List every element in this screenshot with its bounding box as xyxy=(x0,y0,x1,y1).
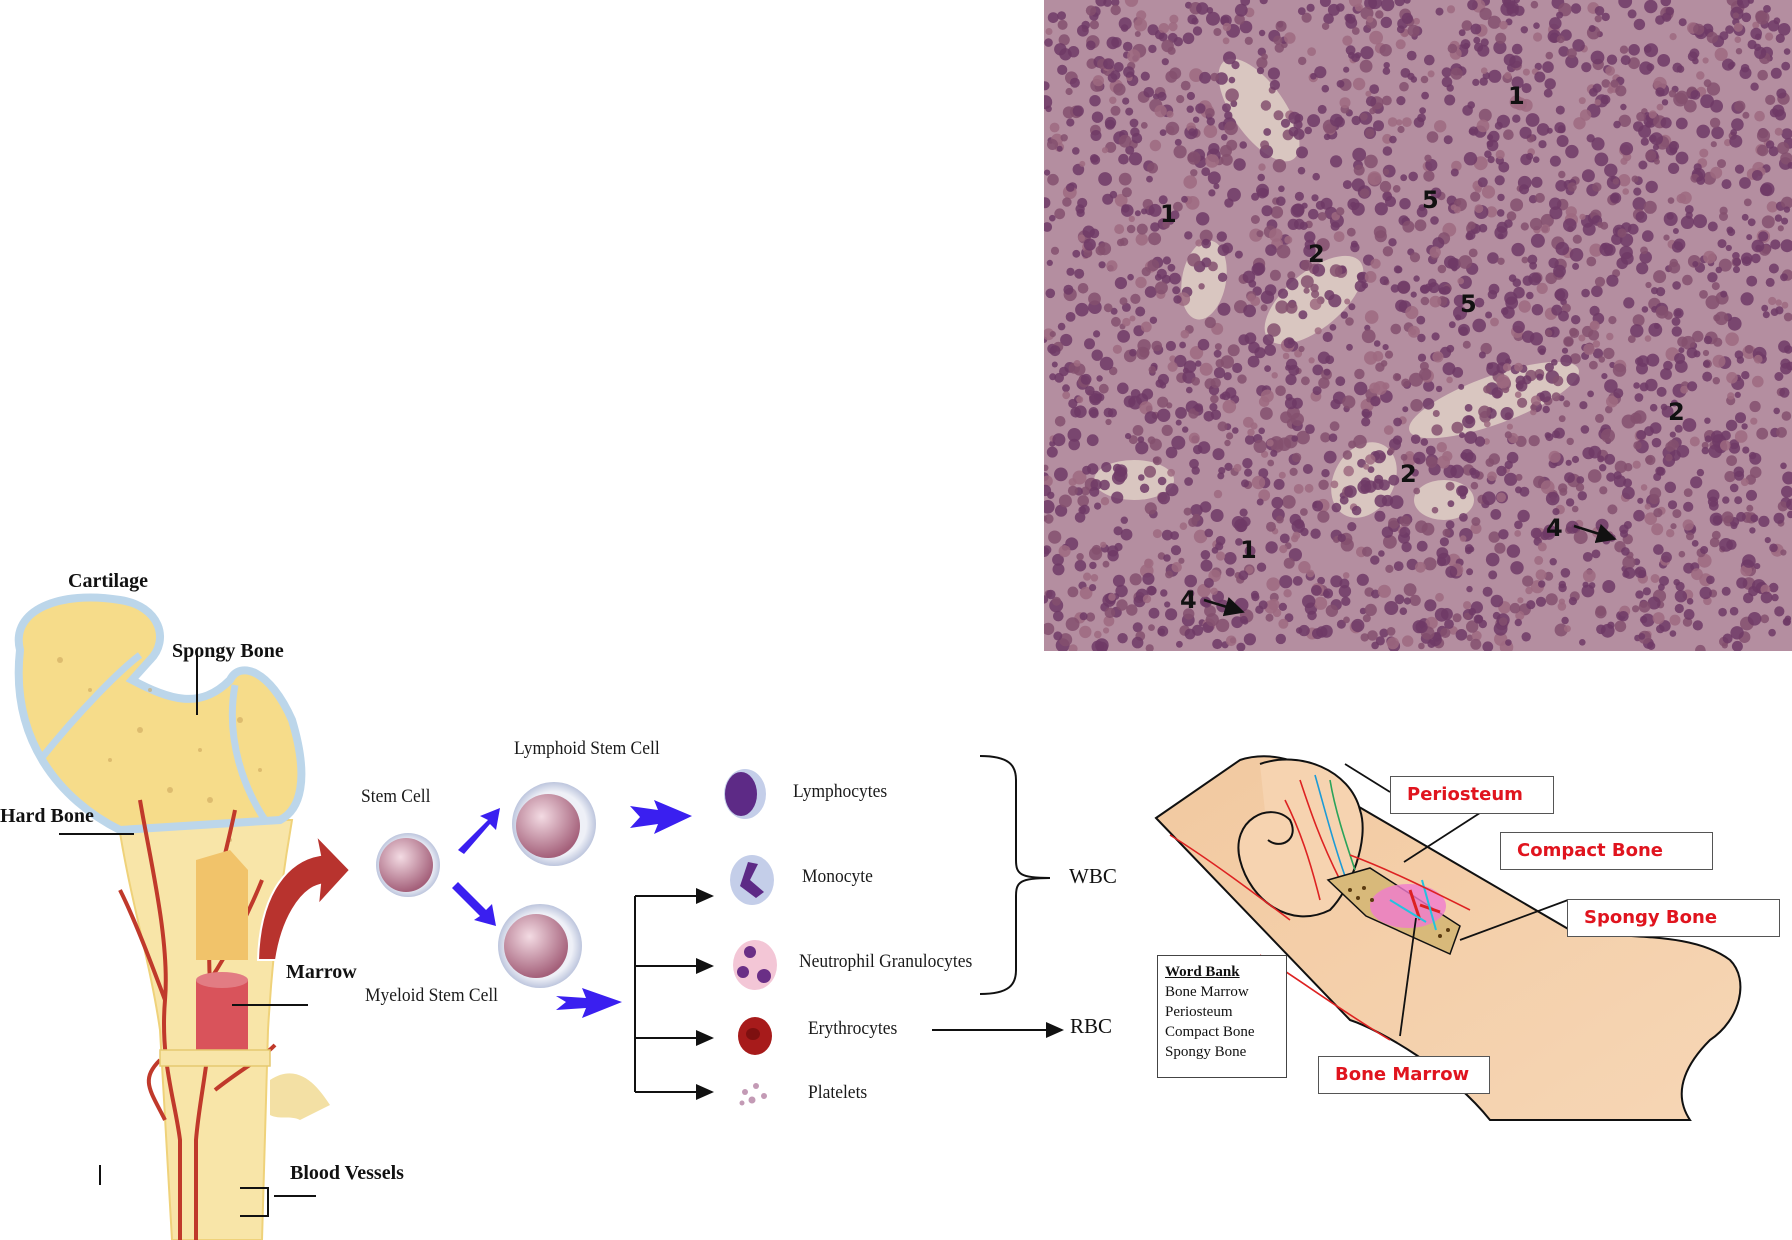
flow-arrow-icon xyxy=(556,988,622,1018)
platelets-icon xyxy=(739,1083,767,1106)
monocyte-icon xyxy=(730,855,774,905)
rbc-label: RBC xyxy=(1070,1014,1113,1038)
word-bank: Word Bank Bone Marrow Periosteum Compact… xyxy=(1157,955,1287,1078)
cell-label-lymphocytes: Lymphocytes xyxy=(793,781,888,802)
lymphoid-stem-cell-label: Lymphoid Stem Cell xyxy=(514,738,660,759)
micrograph-label-1: 1 xyxy=(1240,536,1257,564)
word-bank-item: Spongy Bone xyxy=(1165,1044,1247,1060)
stem-cell-icon xyxy=(376,833,440,897)
marrow-label: Marrow xyxy=(286,961,357,983)
flow-arrow-icon xyxy=(458,808,500,854)
wbc-brace xyxy=(979,755,1051,995)
word-bank-item: Bone Marrow xyxy=(1165,984,1249,1000)
micrograph-label-4: 4 xyxy=(1546,514,1563,542)
myeloid-stem-cell-label: Myeloid Stem Cell xyxy=(365,985,499,1006)
cell-label-neutrophil: Neutrophil Granulocytes xyxy=(799,951,973,972)
micrograph-arrows xyxy=(1203,523,1617,617)
compact-bone-label: Compact Bone xyxy=(1517,840,1664,861)
flow-arrow-icon xyxy=(630,800,692,834)
word-bank-item: Compact Bone xyxy=(1165,1024,1255,1040)
compact-bone-label-box: Compact Bone xyxy=(1500,832,1713,870)
cartilage-label: Cartilage xyxy=(68,570,148,592)
periosteum-label: Periosteum xyxy=(1407,784,1523,805)
blood-vessels-label: Blood Vessels xyxy=(290,1162,404,1184)
micrograph-label-5: 5 xyxy=(1422,186,1439,214)
neutrophil-icon xyxy=(733,940,777,990)
micrograph-label-2: 2 xyxy=(1668,398,1685,426)
cell-label-monocyte: Monocyte xyxy=(802,866,873,887)
spongy-bone-label-box: Spongy Bone xyxy=(1567,899,1780,937)
hematopoiesis-flow xyxy=(376,755,1064,1106)
bone-marrow-label-box: Bone Marrow xyxy=(1318,1056,1490,1094)
flow-arrow-icon xyxy=(452,882,496,926)
bone-marrow-label: Bone Marrow xyxy=(1335,1064,1470,1085)
micrograph-label-4: 4 xyxy=(1180,586,1197,614)
periosteum-label-box: Periosteum xyxy=(1390,776,1554,814)
erythrocyte-icon xyxy=(738,1017,772,1055)
big-red-arrow-icon xyxy=(256,831,352,961)
micrograph-texture xyxy=(1044,0,1792,651)
bone-marrow-micrograph: 1 1 1 2 2 2 4 4 5 5 xyxy=(1044,0,1792,651)
micrograph-label-2: 2 xyxy=(1400,460,1417,488)
stem-cell-label: Stem Cell xyxy=(361,786,431,807)
myeloid-stem-cell-icon xyxy=(498,904,582,988)
femur-head-illustration xyxy=(14,593,352,1240)
word-bank-item: Periosteum xyxy=(1165,1004,1233,1020)
spongy-bone-label: Spongy Bone xyxy=(172,640,284,662)
arrow-icon xyxy=(1573,523,1617,544)
cell-nuclei xyxy=(1044,0,1792,651)
cell-label-platelets: Platelets xyxy=(808,1082,868,1103)
micrograph-label-1: 1 xyxy=(1160,200,1177,228)
micrograph-label-1: 1 xyxy=(1508,82,1525,110)
cell-label-erythrocytes: Erythrocytes xyxy=(808,1018,898,1039)
word-bank-title: Word Bank xyxy=(1165,964,1240,980)
hard-bone-label: Hard Bone xyxy=(0,805,94,827)
arrow-icon xyxy=(1203,597,1245,617)
spongy-bone-label: Spongy Bone xyxy=(1584,907,1718,928)
micrograph-label-2: 2 xyxy=(1308,240,1325,268)
micrograph-label-5: 5 xyxy=(1460,290,1477,318)
lymphoid-stem-cell-icon xyxy=(512,782,596,866)
wbc-label: WBC xyxy=(1069,864,1117,888)
lymphocyte-icon xyxy=(724,769,766,819)
